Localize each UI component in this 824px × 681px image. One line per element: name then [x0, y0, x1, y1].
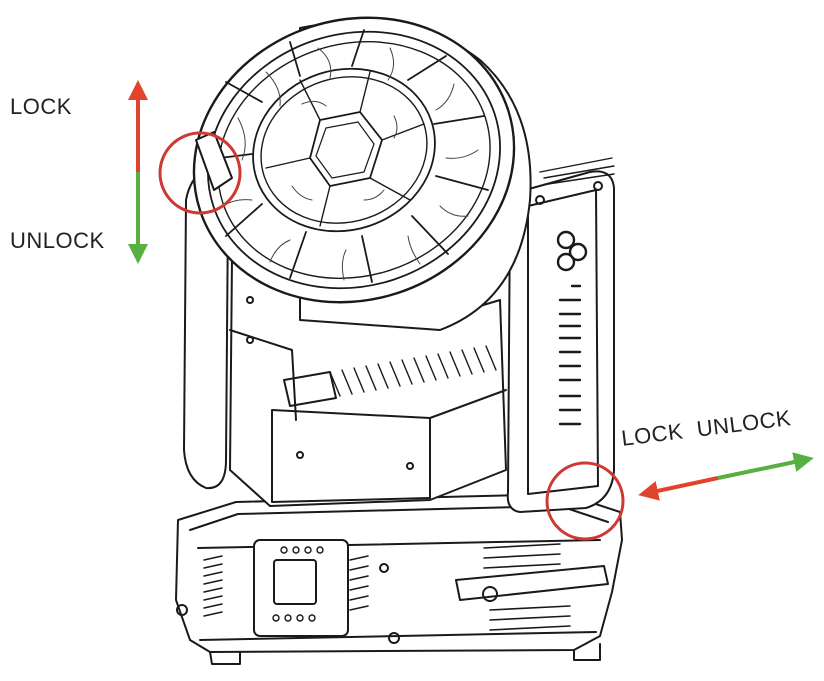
pan-lock-highlight-circle — [545, 461, 625, 541]
fixture-yoke — [506, 157, 615, 513]
tilt-lock-highlight-circle — [158, 131, 242, 215]
pan-unlock-arrow-icon — [717, 452, 814, 480]
infinity-logo-icon — [556, 230, 588, 426]
tilt-lock-label: LOCK — [10, 94, 72, 119]
fixture-head — [192, 16, 532, 331]
fixture-base — [175, 493, 623, 665]
tilt-unlock-label: UNLOCK — [10, 228, 105, 253]
pan-lock-arrow-icon — [638, 476, 719, 501]
